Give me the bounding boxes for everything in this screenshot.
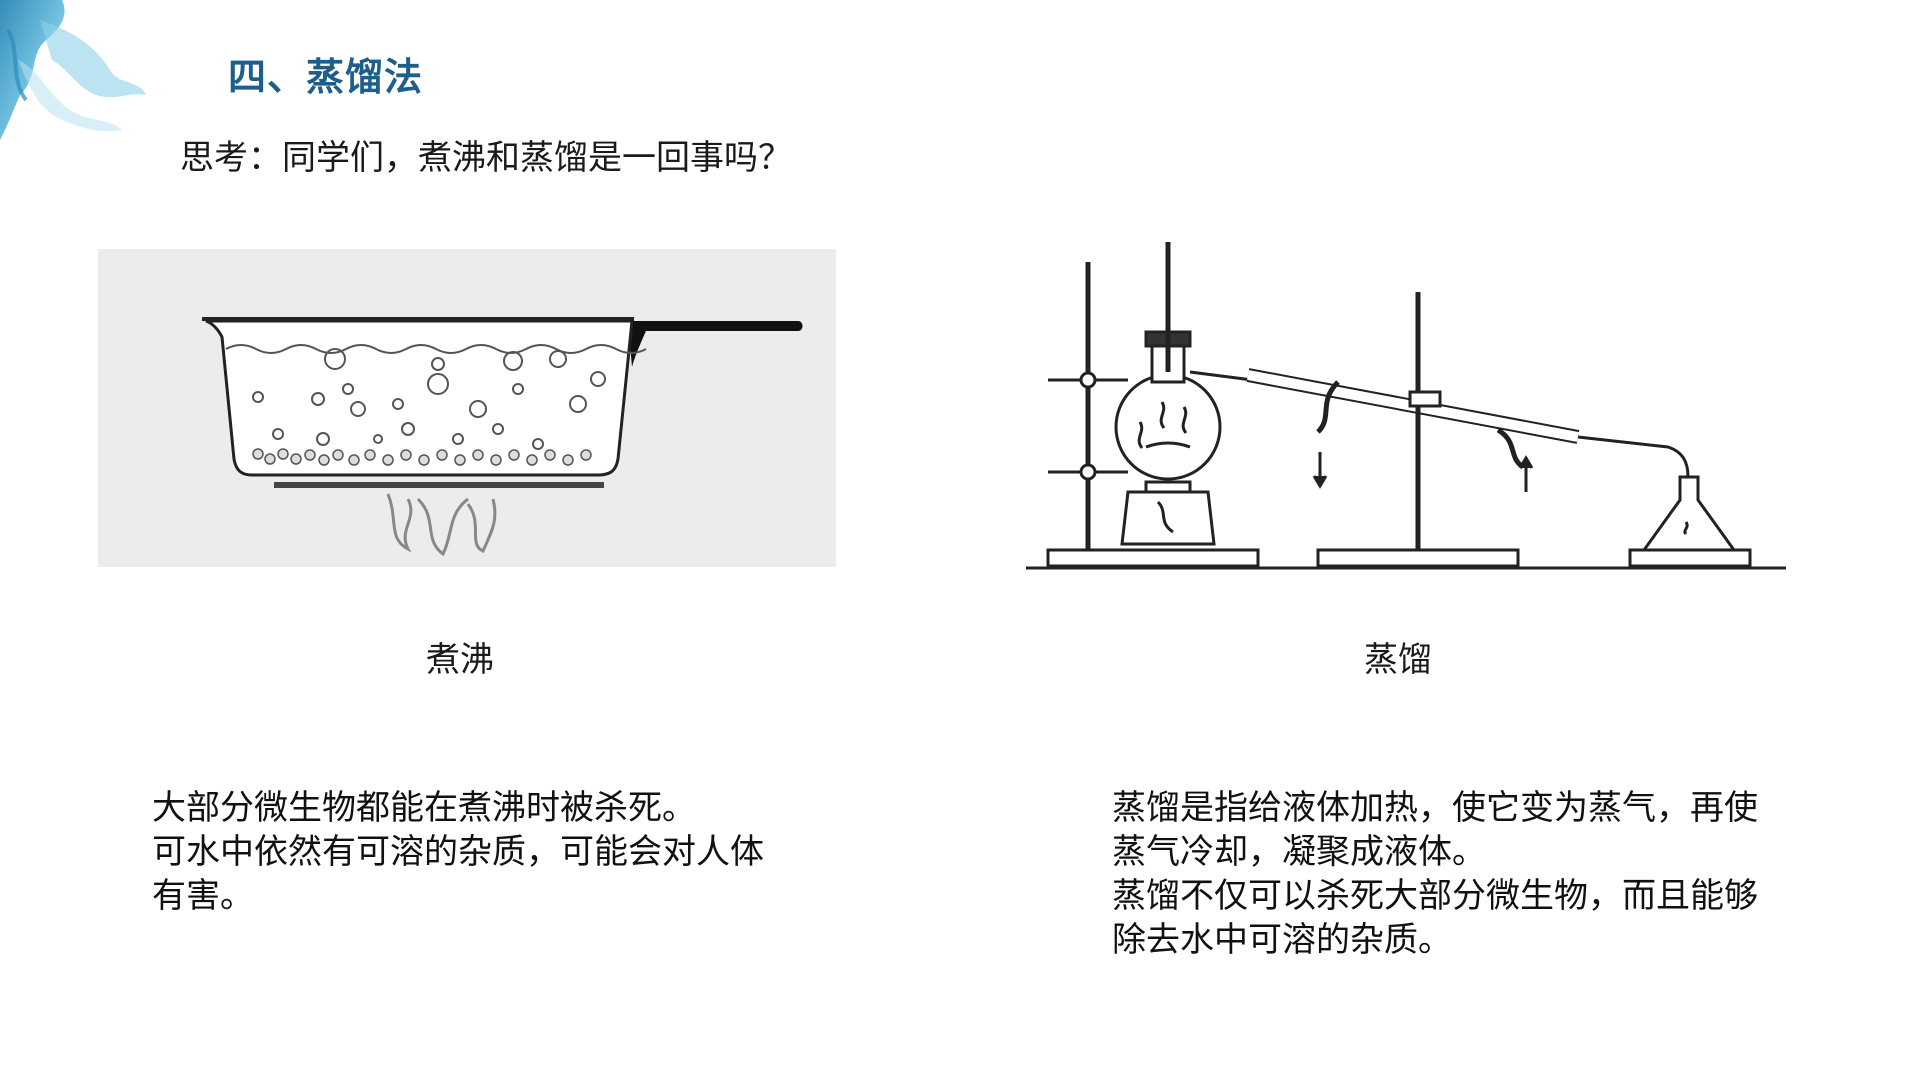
distillation-line-2: 蒸气冷却，凝聚成液体。: [1112, 832, 1486, 872]
ink-splash-decoration: [0, 0, 146, 140]
distillation-line-4: 除去水中可溶的杂质。: [1112, 920, 1452, 960]
distillation-apparatus-icon: [1026, 242, 1786, 570]
boiling-line-3: 有害。: [152, 876, 254, 916]
distillation-caption: 蒸馏: [1364, 640, 1432, 680]
boiling-caption: 煮沸: [426, 640, 494, 680]
distillation-figure: [1018, 232, 1786, 572]
boiling-pot-icon: [202, 317, 803, 557]
boiling-description: 大部分微生物都能在煮沸时被杀死。 可水中依然有可溶的杂质，可能会对人体 有害。: [152, 786, 842, 918]
boiling-line-2: 可水中依然有可溶的杂质，可能会对人体: [152, 832, 764, 872]
distillation-line-3: 蒸馏不仅可以杀死大部分微生物，而且能够: [1112, 876, 1758, 916]
question-text: 思考：同学们，煮沸和蒸馏是一回事吗？: [180, 138, 792, 178]
boiling-line-1: 大部分微生物都能在煮沸时被杀死。: [152, 788, 696, 828]
boiling-figure: [98, 249, 836, 567]
distillation-line-1: 蒸馏是指给液体加热，使它变为蒸气，再使: [1112, 788, 1758, 828]
slide-title: 四、蒸馏法: [228, 55, 424, 99]
distillation-description: 蒸馏是指给液体加热，使它变为蒸气，再使 蒸气冷却，凝聚成液体。 蒸馏不仅可以杀死…: [1112, 786, 1822, 962]
